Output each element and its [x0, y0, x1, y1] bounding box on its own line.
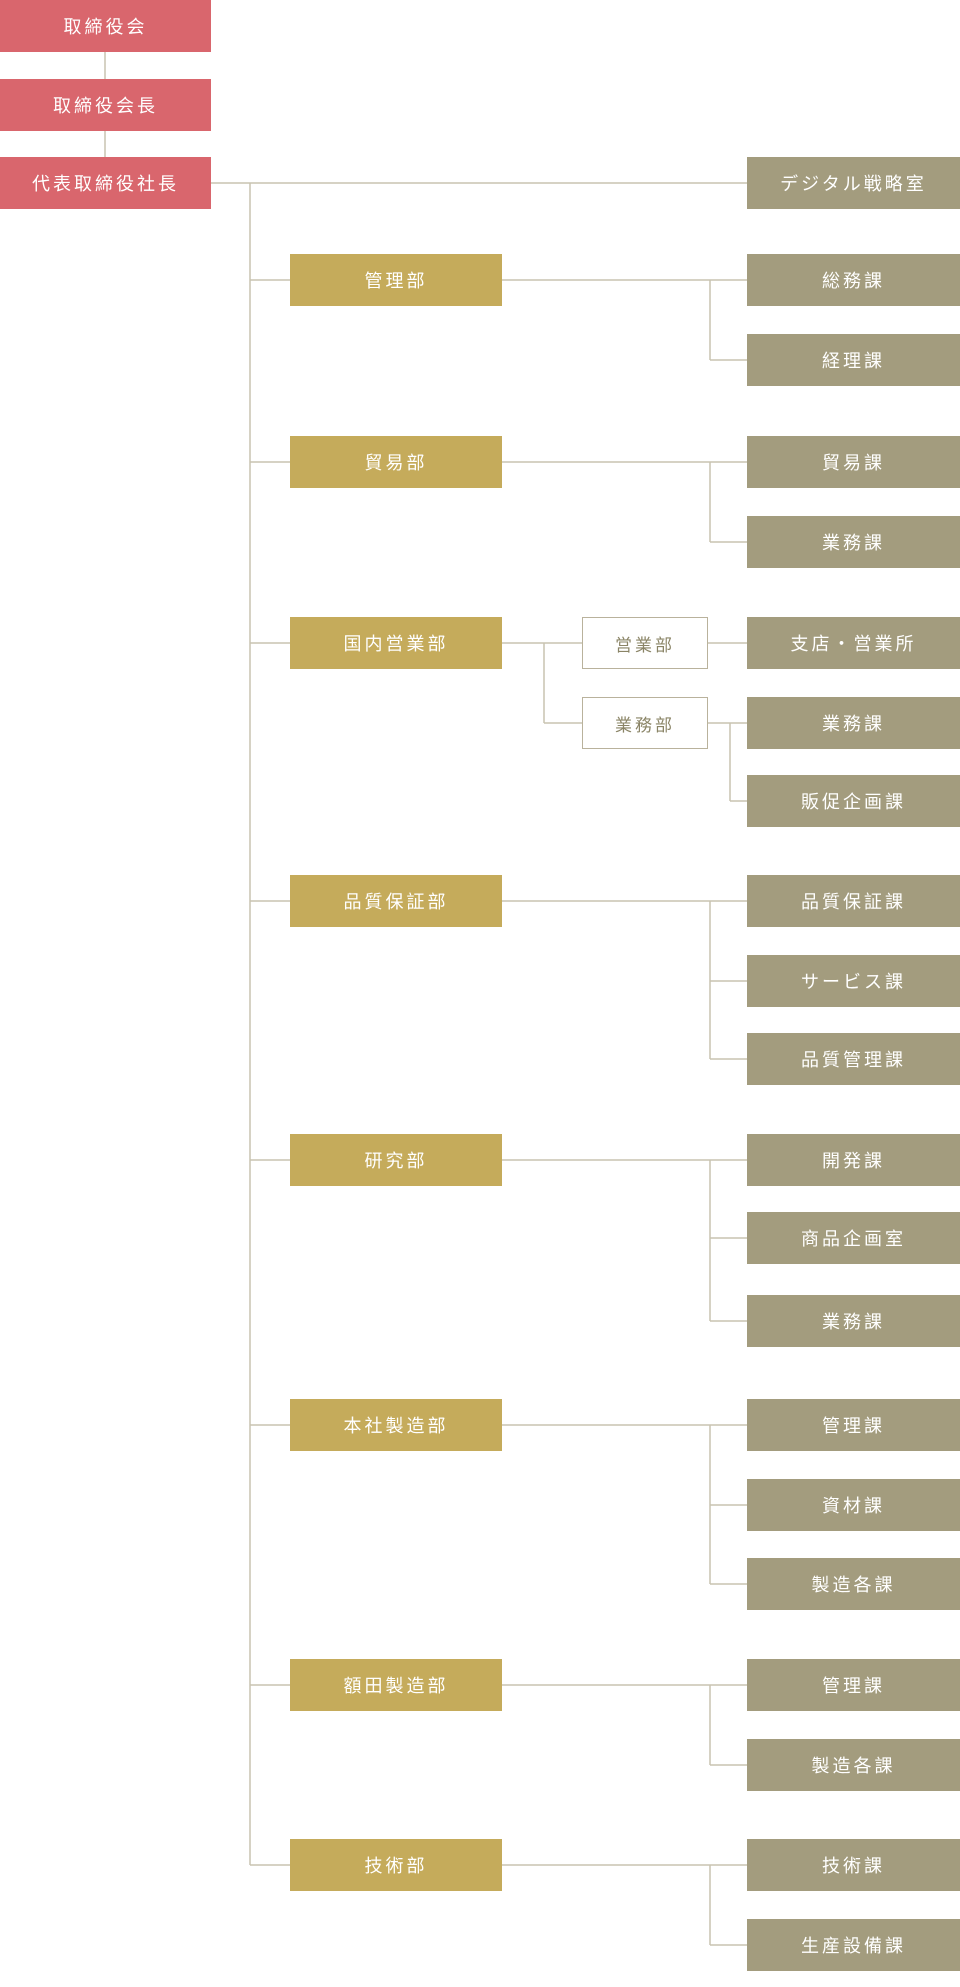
section-nukata-management: 管理課 [747, 1659, 960, 1711]
dept-admin: 管理部 [290, 254, 502, 306]
exec-president: 代表取締役社長 [0, 157, 211, 209]
section-engineering-technical: 技術課 [747, 1839, 960, 1891]
section-research-operations: 業務課 [747, 1295, 960, 1347]
exec-board: 取締役会 [0, 0, 211, 52]
section-engineering-facilities: 生産設備課 [747, 1919, 960, 1971]
dept-engineering: 技術部 [290, 1839, 502, 1891]
section-ops-operations: 業務課 [747, 697, 960, 749]
dept-research: 研究部 [290, 1134, 502, 1186]
exec-chairman: 取締役会長 [0, 79, 211, 131]
section-research-product-planning: 商品企画室 [747, 1212, 960, 1264]
section-branches-offices: 支店・営業所 [747, 617, 960, 669]
dept-domestic-sales: 国内営業部 [290, 617, 502, 669]
dept-trade: 貿易部 [290, 436, 502, 488]
section-trade-trade: 貿易課 [747, 436, 960, 488]
section-hq-management: 管理課 [747, 1399, 960, 1451]
section-quality-service: サービス課 [747, 955, 960, 1007]
section-admin-general: 総務課 [747, 254, 960, 306]
section-research-development: 開発課 [747, 1134, 960, 1186]
dept-nukata-manufacturing: 額田製造部 [290, 1659, 502, 1711]
section-nukata-production: 製造各課 [747, 1739, 960, 1791]
section-quality-assurance: 品質保証課 [747, 875, 960, 927]
subdept-sales: 営業部 [582, 617, 708, 669]
dept-hq-manufacturing: 本社製造部 [290, 1399, 502, 1451]
section-hq-materials: 資材課 [747, 1479, 960, 1531]
section-trade-operations: 業務課 [747, 516, 960, 568]
digital-strategy-office: デジタル戦略室 [747, 157, 960, 209]
subdept-operations: 業務部 [582, 697, 708, 749]
section-hq-production: 製造各課 [747, 1558, 960, 1610]
dept-quality: 品質保証部 [290, 875, 502, 927]
section-admin-accounting: 経理課 [747, 334, 960, 386]
section-quality-control: 品質管理課 [747, 1033, 960, 1085]
section-ops-promotion: 販促企画課 [747, 775, 960, 827]
